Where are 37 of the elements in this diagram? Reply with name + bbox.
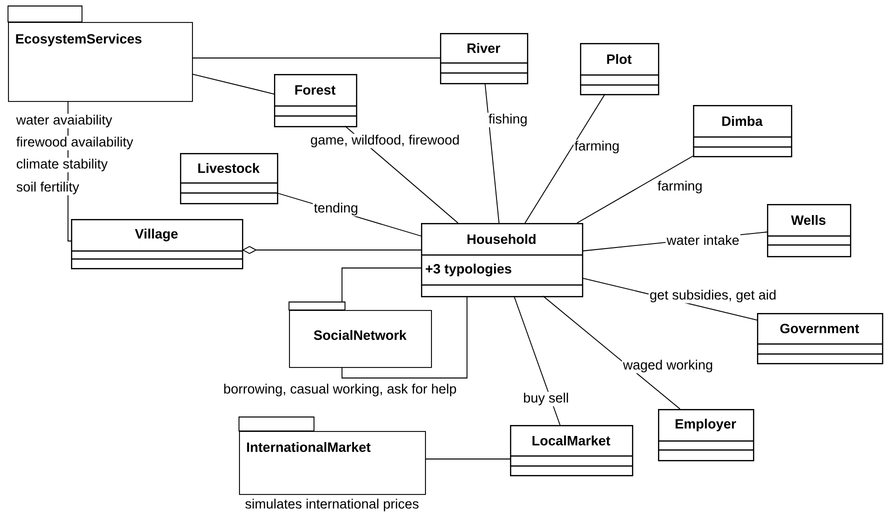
class-box: Employer bbox=[658, 409, 754, 462]
package-box: SocialNetwork bbox=[288, 302, 432, 368]
package-box: InternationalMarket bbox=[238, 416, 426, 495]
class-box: Dimba bbox=[693, 105, 792, 158]
class-box: Household +3 typologies bbox=[421, 223, 584, 298]
class-box: Government bbox=[757, 313, 884, 364]
service-label: firewood availability bbox=[15, 136, 134, 150]
class-box: River bbox=[440, 33, 528, 84]
connector-line bbox=[524, 94, 606, 224]
edge-label: farming bbox=[574, 140, 621, 154]
class-box: Plot bbox=[580, 43, 660, 96]
connector-line bbox=[576, 156, 694, 224]
edge-label: waged working bbox=[622, 358, 714, 374]
class-box: LocalMarket bbox=[510, 425, 634, 476]
edge-label: game, wildfood, firewood bbox=[309, 134, 461, 148]
class-box: Forest bbox=[274, 74, 358, 128]
class-box: Livestock bbox=[180, 153, 278, 204]
edge-label: get subsidies, get aid bbox=[648, 288, 778, 304]
connector-line bbox=[342, 268, 422, 302]
edge-label: fishing bbox=[488, 112, 529, 128]
edge-label: tending bbox=[312, 202, 360, 216]
node-caption: simulates international prices bbox=[245, 498, 418, 512]
edge-label: farming bbox=[656, 180, 704, 194]
service-label: climate stability bbox=[15, 158, 109, 172]
connector-line bbox=[424, 458, 510, 460]
connector-line bbox=[484, 82, 500, 224]
connector-line bbox=[192, 74, 274, 94]
edge-label: buy sell bbox=[522, 392, 570, 406]
package-box: EcosystemServices bbox=[8, 6, 193, 102]
edge-label: borrowing, casual working, ask for help bbox=[222, 382, 458, 398]
connector-line bbox=[342, 296, 468, 378]
edge-label: water intake bbox=[666, 234, 740, 246]
service-label: soil fertility bbox=[15, 180, 80, 196]
service-label: water avaiability bbox=[15, 114, 114, 128]
class-box: Wells bbox=[767, 204, 852, 258]
class-box: Village bbox=[71, 219, 244, 270]
connector-line bbox=[542, 296, 680, 410]
